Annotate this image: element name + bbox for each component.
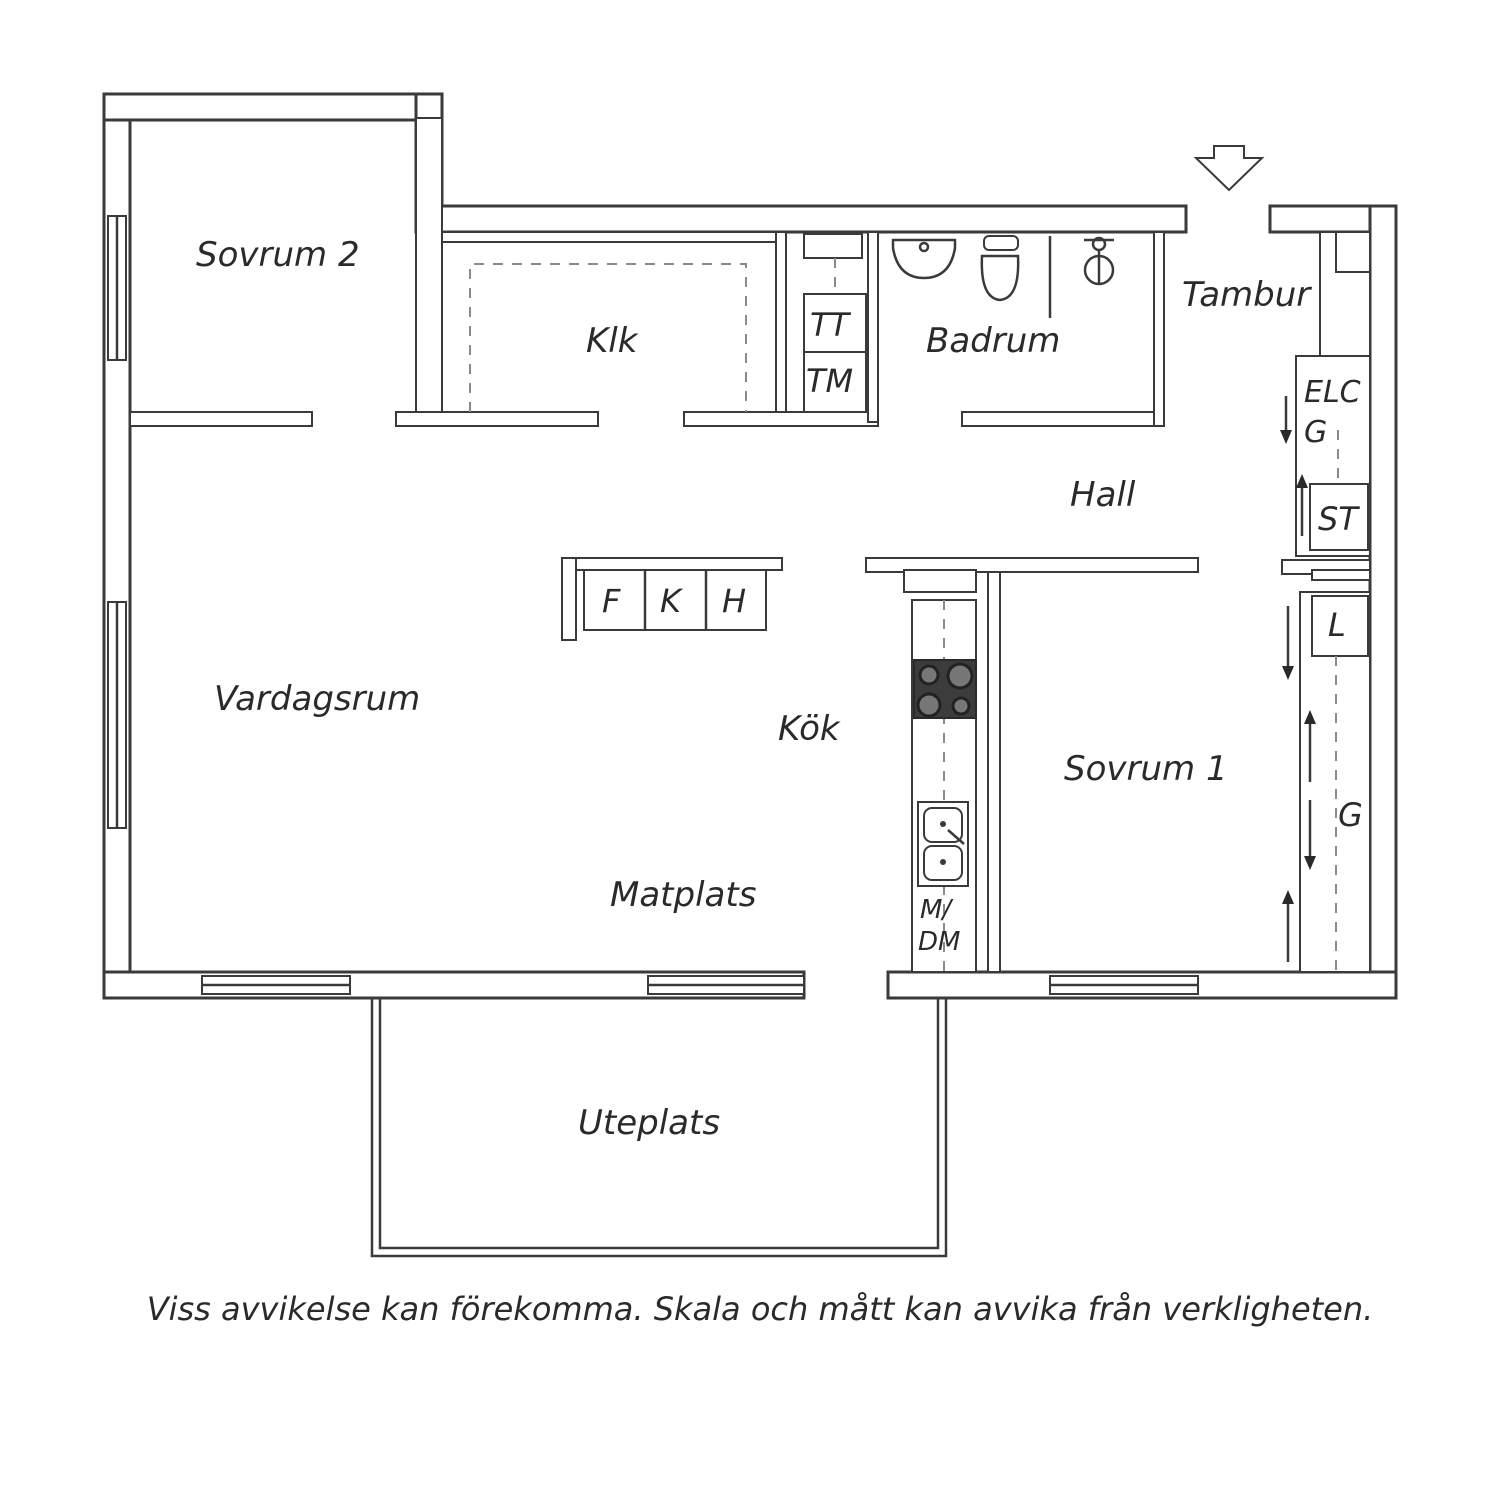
uteplats-terrace bbox=[370, 998, 948, 1258]
toilet-icon bbox=[980, 235, 1020, 302]
room-label-uteplats: Uteplats bbox=[578, 1103, 720, 1143]
utility-boxes bbox=[1309, 430, 1369, 972]
room-label-badrum: Badrum bbox=[926, 321, 1060, 361]
shower-icon bbox=[1048, 236, 1115, 318]
fixture-label-g-sovrum: G bbox=[1338, 796, 1363, 834]
fixture-label-m: M/ bbox=[920, 895, 954, 925]
appliance-row bbox=[561, 557, 783, 641]
fixture-label-f: F bbox=[602, 582, 621, 620]
closet-shelf-outline bbox=[469, 263, 747, 412]
laundry-units bbox=[803, 233, 867, 413]
interior-walls bbox=[129, 117, 1371, 973]
room-label-hall: Hall bbox=[1070, 475, 1136, 515]
fixture-label-dm: DM bbox=[918, 927, 960, 957]
room-label-klk: Klk bbox=[586, 321, 639, 361]
fixture-label-elc: ELC bbox=[1304, 375, 1361, 410]
stove-icon bbox=[913, 659, 977, 719]
room-label-sovrum1: Sovrum 1 bbox=[1064, 749, 1228, 789]
room-labels: Sovrum 2 Klk Badrum Tambur Hall Vardagsr… bbox=[196, 235, 1312, 1143]
room-label-sovrum2: Sovrum 2 bbox=[196, 235, 360, 275]
fixture-label-st: ST bbox=[1318, 500, 1360, 538]
room-label-tambur: Tambur bbox=[1182, 275, 1312, 315]
fixture-label-h: H bbox=[722, 582, 746, 620]
room-label-matplats: Matplats bbox=[610, 875, 756, 915]
fixture-label-l: L bbox=[1328, 606, 1346, 644]
outer-walls bbox=[102, 92, 1398, 1000]
disclaimer-text: Viss avvikelse kan förekomma. Skala och … bbox=[147, 1290, 1374, 1328]
fixture-labels: TT TM F K H ELC G ST L G M/ DM bbox=[602, 306, 1363, 957]
room-label-vardagsrum: Vardagsrum bbox=[214, 679, 420, 719]
fixture-label-tt: TT bbox=[810, 306, 852, 344]
door-slide-arrow-icon bbox=[1280, 396, 1316, 962]
sink-icon bbox=[891, 238, 957, 280]
kitchen-sink-icon bbox=[917, 801, 969, 887]
room-label-kok: Kök bbox=[778, 709, 841, 749]
fixture-label-k: K bbox=[660, 582, 684, 620]
entrance-arrow-icon bbox=[1193, 145, 1265, 192]
windows bbox=[107, 215, 1199, 995]
fixture-label-tm: TM bbox=[806, 362, 853, 400]
fixture-label-g-hall: G bbox=[1304, 415, 1327, 450]
